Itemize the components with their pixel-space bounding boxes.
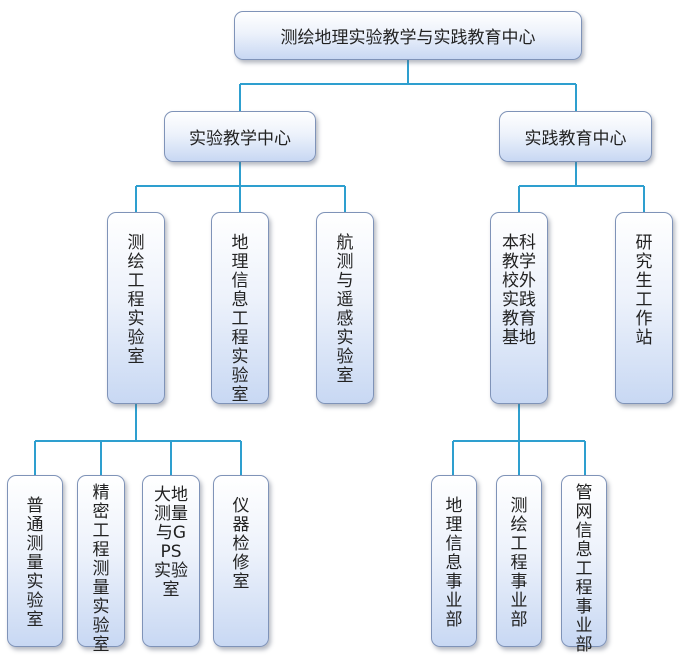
surveying-engineering-lab-label: 测绘工程实验室 xyxy=(127,233,145,367)
geoinformation-engineering-lab-node: 地理信息工程实验室 xyxy=(211,212,269,405)
surveying-engineering-lab-node: 测绘工程实验室 xyxy=(107,212,165,404)
photogrammetry-remote-sensing-lab-label: 航测与遥感实验室 xyxy=(336,233,354,386)
instrument-repair-room-node: 仪器检修室 xyxy=(213,475,269,647)
geodesy-gps-lab-label: 大地测量与GPS实验室 xyxy=(154,485,188,600)
pipeline-information-engineering-division-label: 管网信息工程事业部 xyxy=(575,483,593,655)
experimental-teaching-center-label: 实验教学中心 xyxy=(189,129,291,149)
graduate-workstation-label: 研究生工作站 xyxy=(635,233,653,348)
geoinformation-division-node: 地理信息事业部 xyxy=(431,475,477,647)
surveying-engineering-division-label: 测绘工程事业部 xyxy=(510,496,528,630)
root-node: 测绘地理实验教学与实践教育中心 xyxy=(234,11,582,60)
surveying-engineering-division-node: 测绘工程事业部 xyxy=(496,475,542,647)
geoinformation-division-label: 地理信息事业部 xyxy=(445,496,463,630)
precision-engineering-surveying-lab-label: 精密工程测量实验室 xyxy=(92,483,110,655)
experimental-teaching-center-node: 实验教学中心 xyxy=(164,111,316,162)
undergraduate-practice-base-label: 本科教学校外实践教育基地 xyxy=(502,233,536,348)
practice-education-center-label: 实践教育中心 xyxy=(524,129,627,149)
practice-education-center-node: 实践教育中心 xyxy=(499,111,652,162)
instrument-repair-room-label: 仪器检修室 xyxy=(232,496,250,592)
geoinformation-engineering-lab-label: 地理信息工程实验室 xyxy=(231,233,249,405)
general-surveying-lab-label: 普通测量实验室 xyxy=(26,496,44,630)
precision-engineering-surveying-lab-node: 精密工程测量实验室 xyxy=(77,475,125,655)
photogrammetry-remote-sensing-lab-node: 航测与遥感实验室 xyxy=(316,212,374,404)
geodesy-gps-lab-node: 大地测量与GPS实验室 xyxy=(142,475,200,647)
undergraduate-practice-base-node: 本科教学校外实践教育基地 xyxy=(490,212,548,404)
root-label: 测绘地理实验教学与实践教育中心 xyxy=(280,28,536,48)
general-surveying-lab-node: 普通测量实验室 xyxy=(7,475,63,647)
graduate-workstation-node: 研究生工作站 xyxy=(615,212,673,404)
pipeline-information-engineering-division-node: 管网信息工程事业部 xyxy=(561,475,607,655)
